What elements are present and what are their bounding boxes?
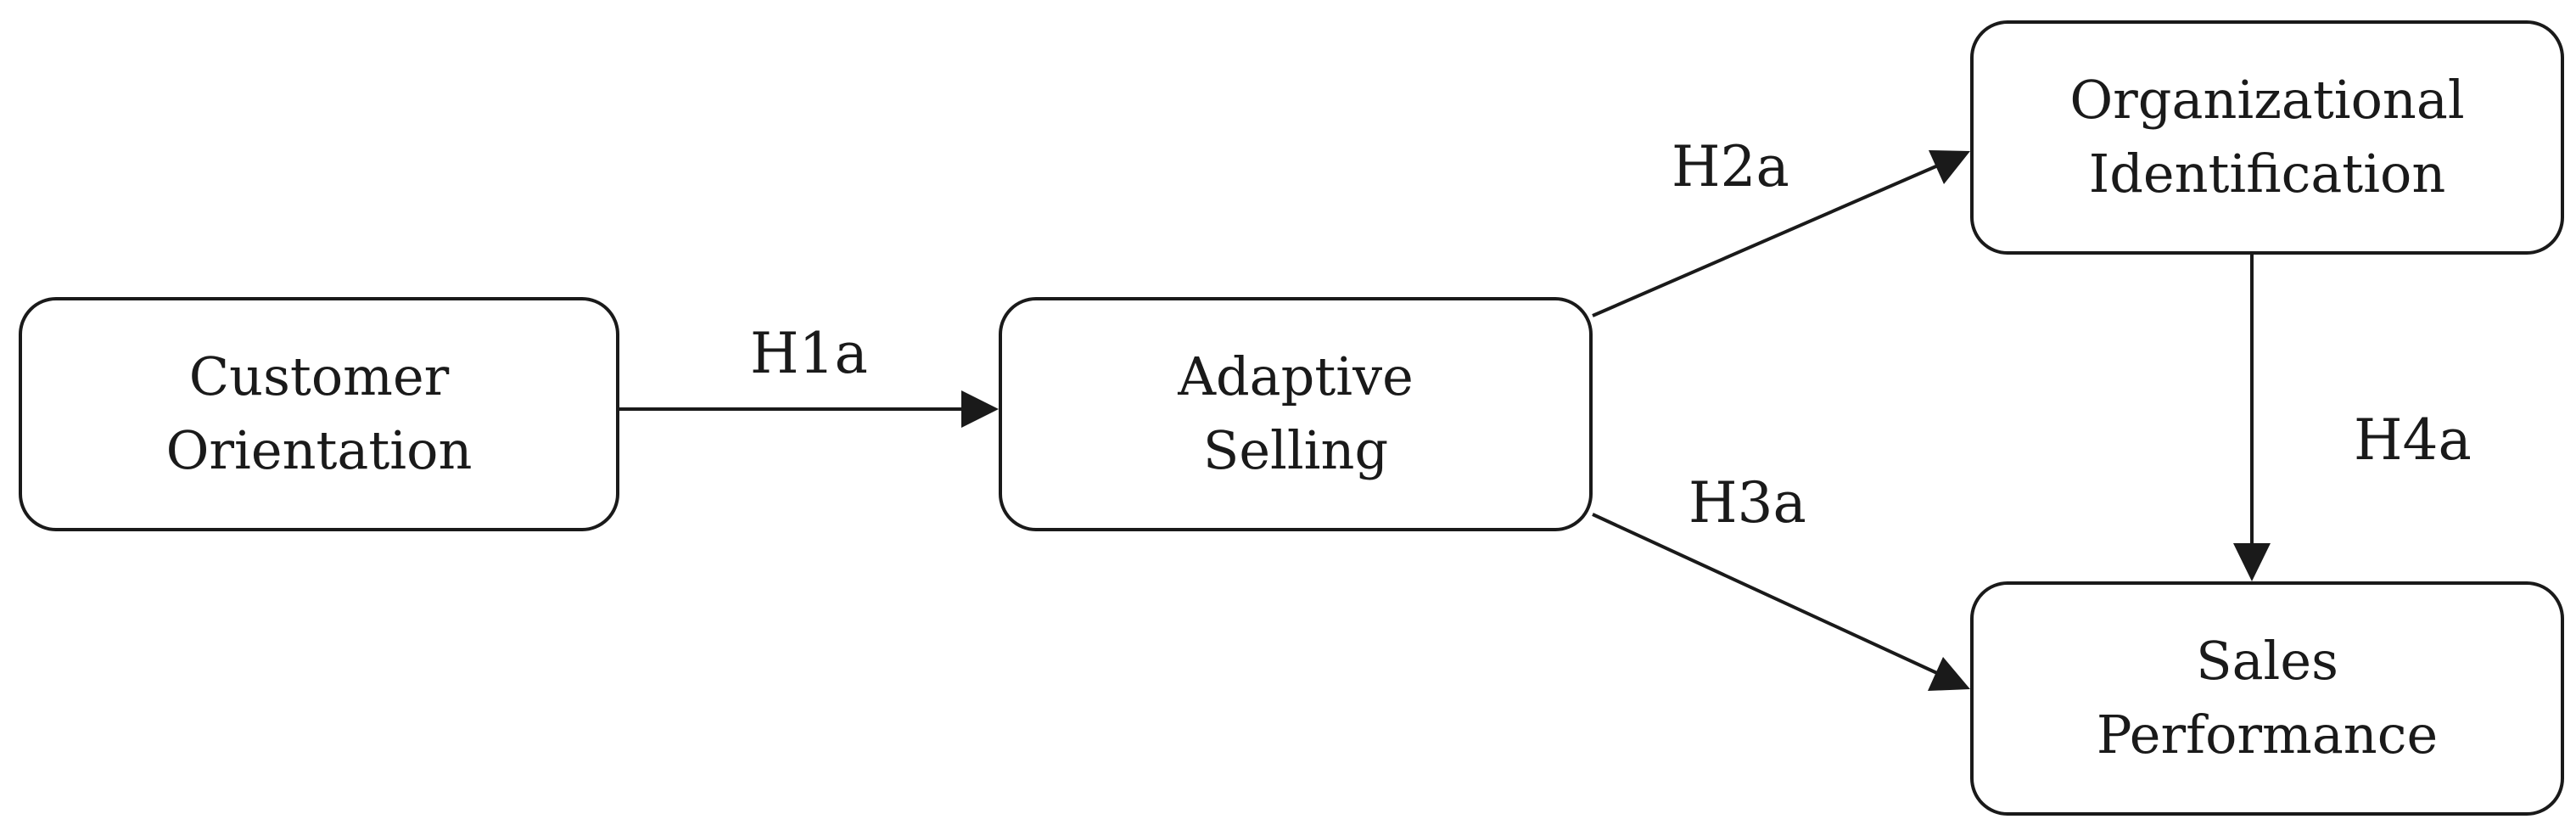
node-organizational-identification: Organizational Identification <box>1970 20 2564 255</box>
node-sales-performance: Sales Performance <box>1970 581 2564 816</box>
node-customer-orientation-line2: Orientation <box>165 419 473 481</box>
node-adaptive-selling-line1: Adaptive <box>1178 345 1414 408</box>
edge-label-h1a: H1a <box>750 321 868 386</box>
node-adaptive-selling-line2: Selling <box>1202 419 1389 481</box>
node-sales-performance-line2: Performance <box>2096 704 2439 766</box>
node-organizational-identification-line2: Identification <box>2088 143 2446 205</box>
edge-h1a-arrow <box>619 390 999 428</box>
edge-h4a-arrow <box>2233 255 2271 581</box>
edge-h2a-arrow <box>1592 150 1970 317</box>
node-organizational-identification-line1: Organizational <box>2069 69 2465 132</box>
node-sales-performance-line1: Sales <box>2196 630 2338 693</box>
edge-label-h3a: H3a <box>1688 470 1806 536</box>
node-customer-orientation-line1: Customer <box>188 345 450 408</box>
edge-label-h2a: H2a <box>1672 134 1789 199</box>
edge-h3a-arrow <box>1592 513 1970 691</box>
edge-label-h4a: H4a <box>2354 407 2472 473</box>
node-adaptive-selling: Adaptive Selling <box>999 297 1593 531</box>
node-customer-orientation: Customer Orientation <box>19 297 619 531</box>
